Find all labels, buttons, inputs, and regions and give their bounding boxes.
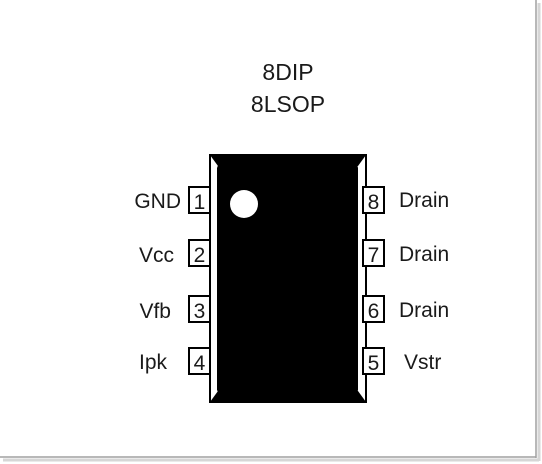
pin-box xyxy=(362,186,385,214)
pin-number: 5 xyxy=(368,352,380,375)
pin-box xyxy=(188,186,211,214)
pin-label: Vfb xyxy=(139,300,171,323)
pin-box xyxy=(362,347,385,375)
pin-right-5: 5 Vstr xyxy=(362,347,441,375)
pin-left-3: 3 Vfb xyxy=(139,295,211,323)
chip-top-edge xyxy=(210,155,366,166)
pin-label: Vstr xyxy=(404,351,441,374)
pin-label: Vcc xyxy=(139,244,174,267)
pin-label: GND xyxy=(134,190,181,213)
package-name-line2: 8LSOP xyxy=(251,91,325,117)
pin-number: 7 xyxy=(368,244,380,267)
pin-box xyxy=(188,295,211,323)
pin-right-6: 6 Drain xyxy=(362,295,449,323)
pin-right-7: 7 Drain xyxy=(362,239,449,267)
pin-label: Drain xyxy=(399,189,449,212)
pin-label: Drain xyxy=(399,299,449,322)
pin-number: 2 xyxy=(194,244,206,267)
pin-number: 6 xyxy=(368,300,380,323)
pin-left-1: 1 GND xyxy=(134,186,211,214)
chip-body xyxy=(217,160,358,396)
pin-right-8: 8 Drain xyxy=(362,186,449,214)
pin-number: 1 xyxy=(194,191,206,214)
chip-bottom-edge xyxy=(210,391,366,402)
package-name-line1: 8DIP xyxy=(262,59,313,85)
pin-number: 8 xyxy=(368,191,380,214)
pin-left-2: 2 Vcc xyxy=(139,239,211,267)
pin-box xyxy=(362,295,385,323)
pin-number: 3 xyxy=(194,300,206,323)
pin-box xyxy=(188,239,211,267)
pin-label: Drain xyxy=(399,243,449,266)
pin-box xyxy=(362,239,385,267)
pin-box xyxy=(188,347,211,375)
pin-label: Ipk xyxy=(139,351,168,374)
pin-number: 4 xyxy=(194,352,206,375)
pin-left-4: 4 Ipk xyxy=(139,347,211,375)
pin1-indicator-dot xyxy=(230,190,258,218)
